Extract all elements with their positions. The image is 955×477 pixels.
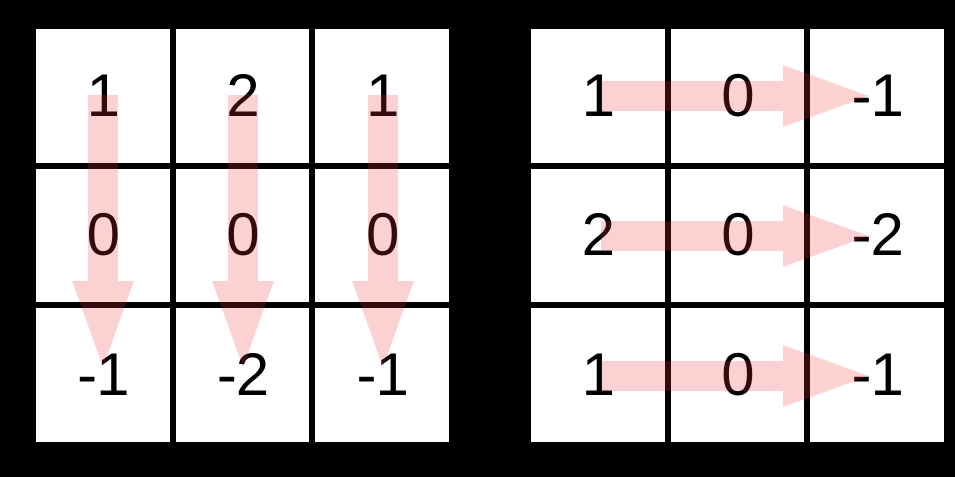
kernel-cell: 1 — [531, 308, 665, 442]
kernel-cell: 1 — [315, 29, 449, 163]
kernel-cell: 2 — [175, 29, 310, 163]
vertical-gradient-kernel-grid: 1 2 1 0 0 0 -1 -2 -1 — [36, 29, 449, 442]
kernel-cell: 0 — [670, 308, 805, 442]
kernel-table: 1 0 -1 2 0 -2 1 0 -1 — [531, 29, 944, 442]
kernel-cell: 0 — [36, 168, 170, 303]
kernel-cell: -1 — [36, 308, 170, 442]
kernel-cell: -1 — [810, 29, 944, 163]
kernel-cell: 0 — [315, 168, 449, 303]
kernel-cell: 0 — [175, 168, 310, 303]
kernel-cell: 0 — [670, 168, 805, 303]
kernel-cell: 2 — [531, 168, 665, 303]
horizontal-gradient-kernel-grid: 1 0 -1 2 0 -2 1 0 -1 — [531, 29, 944, 442]
kernel-cell: -2 — [810, 168, 944, 303]
kernel-table: 1 2 1 0 0 0 -1 -2 -1 — [36, 29, 449, 442]
kernel-cell: 0 — [670, 29, 805, 163]
kernel-cell: 1 — [36, 29, 170, 163]
kernel-cell: -1 — [810, 308, 944, 442]
kernel-cell: -2 — [175, 308, 310, 442]
kernel-cell: 1 — [531, 29, 665, 163]
kernel-cell: -1 — [315, 308, 449, 442]
